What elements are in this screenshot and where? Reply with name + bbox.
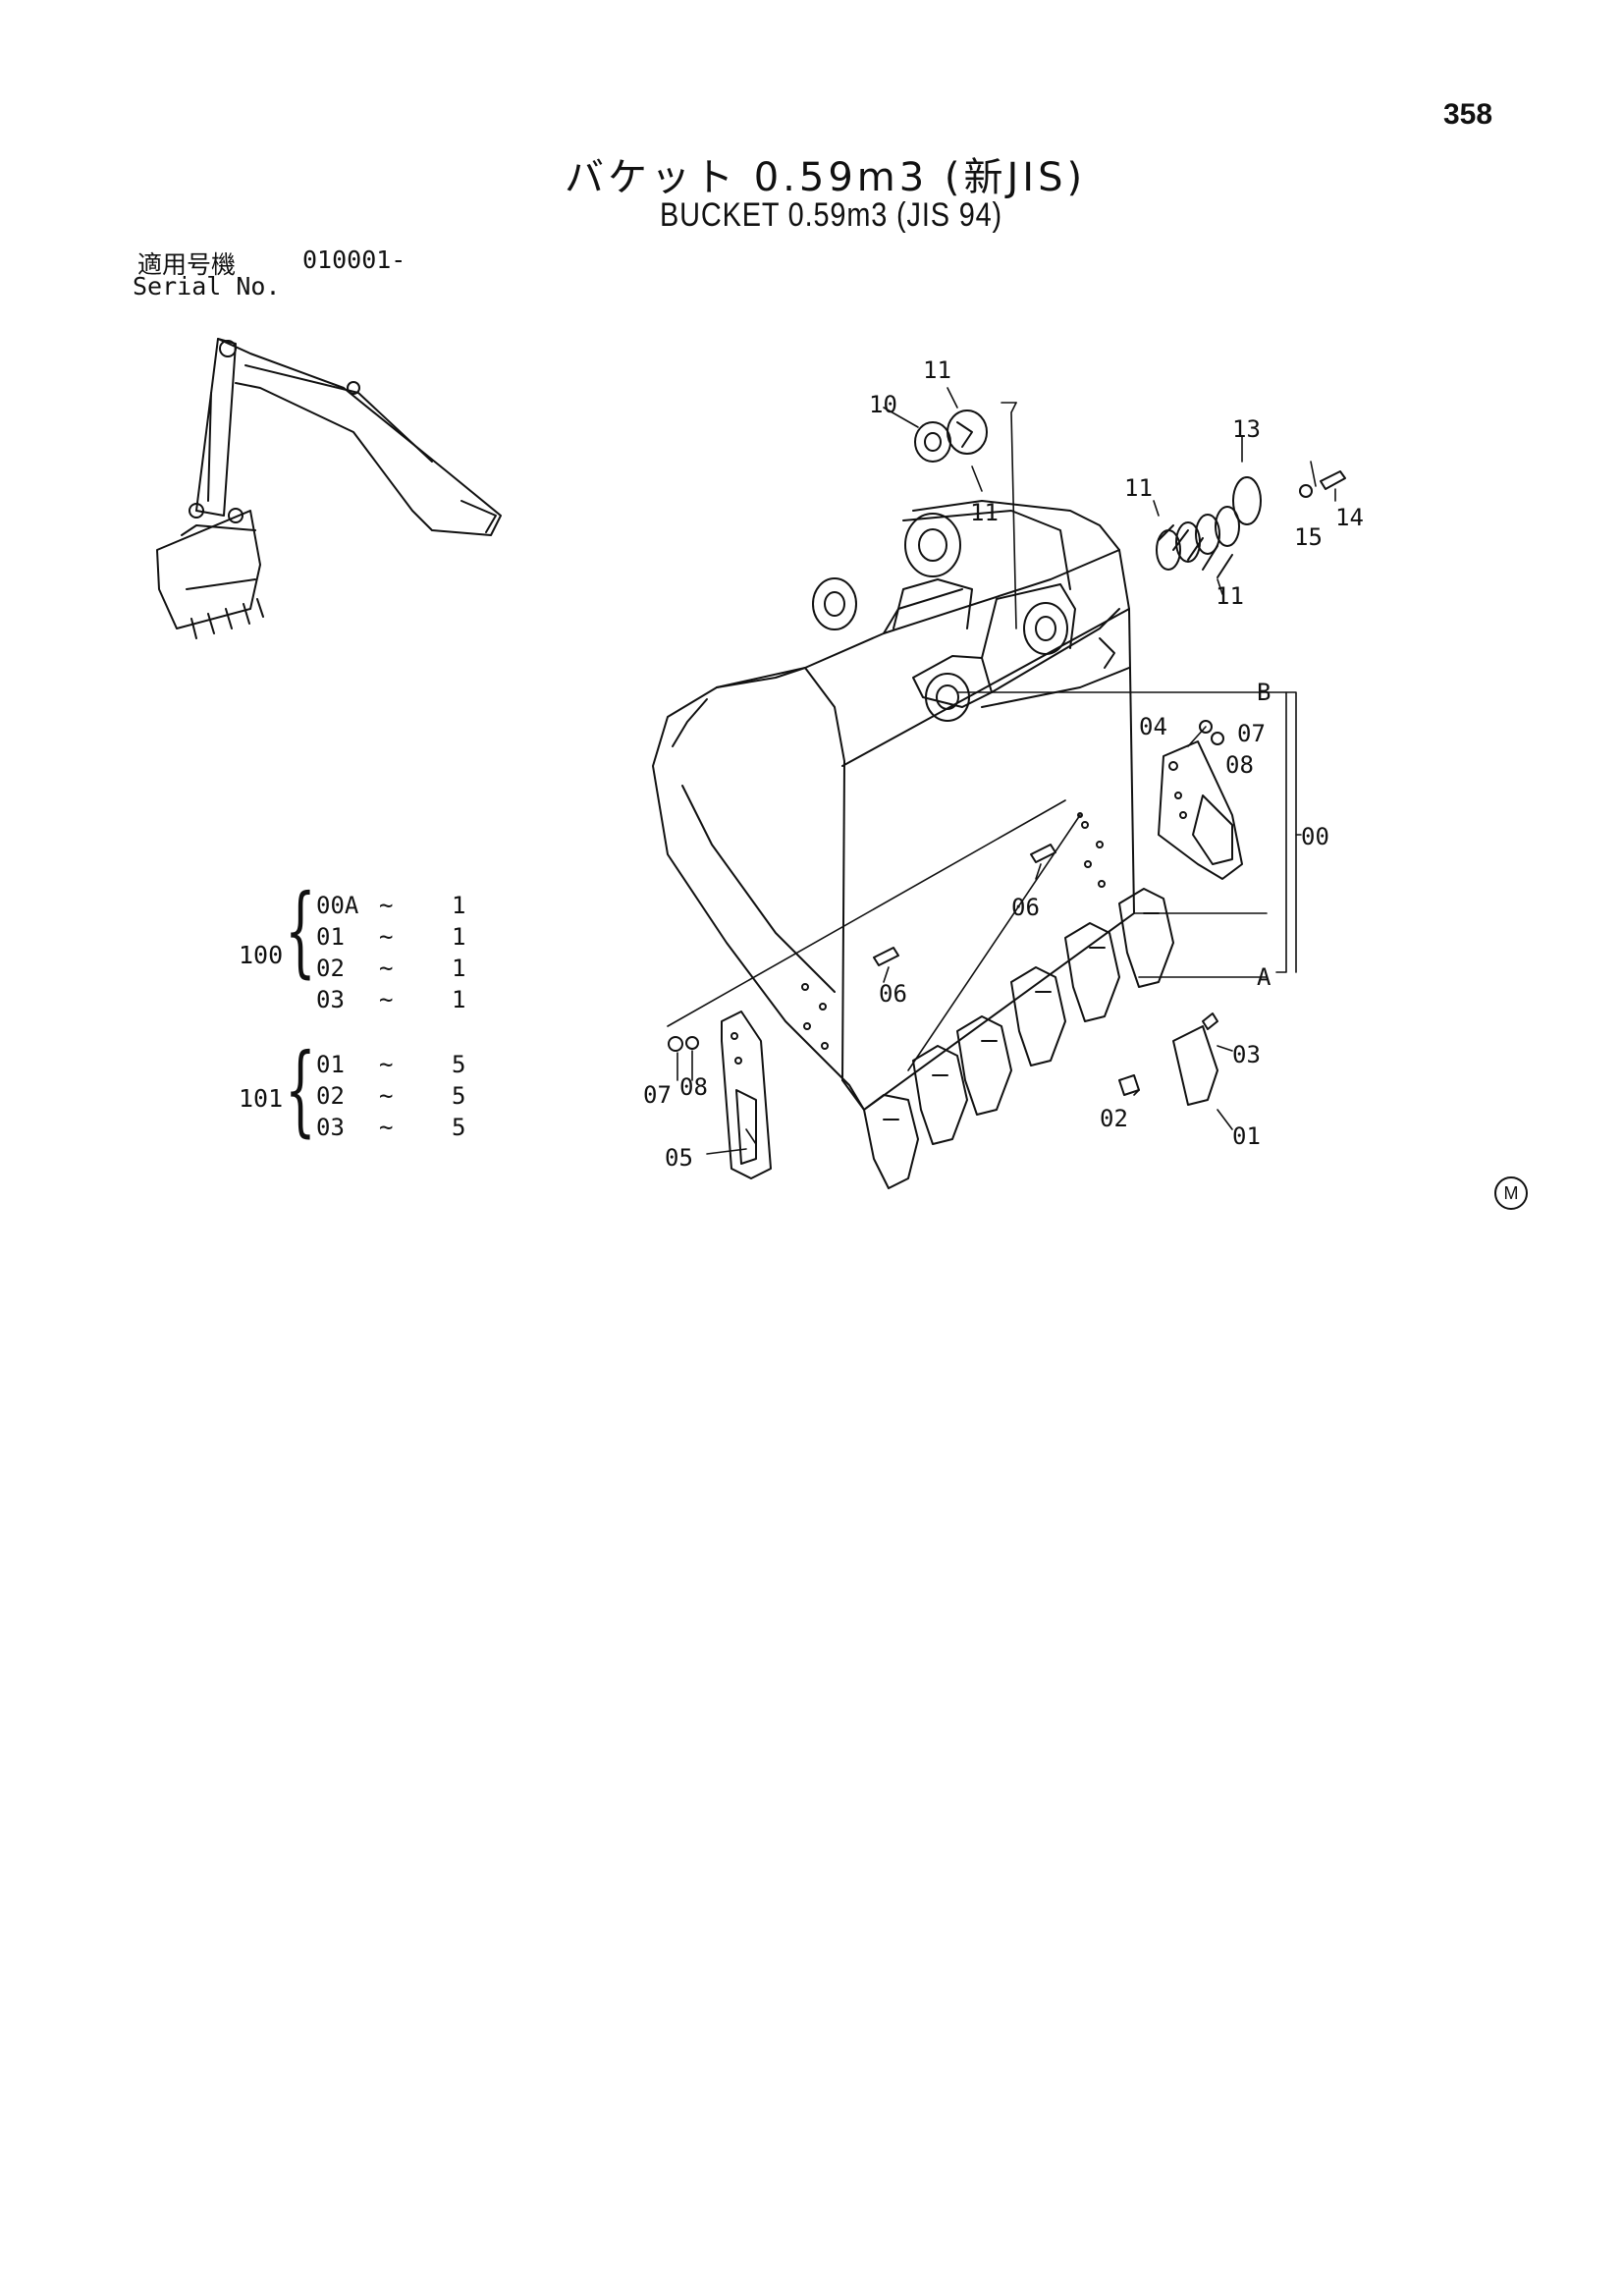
callout-07: 07 bbox=[643, 1081, 672, 1109]
leader-lines bbox=[667, 387, 1336, 1155]
side-cutters bbox=[721, 740, 1243, 1179]
callout-11: 11 bbox=[970, 499, 999, 526]
callout-06: 06 bbox=[1011, 894, 1040, 921]
page-title-japanese: バケット 0.59m3 (新JIS) bbox=[565, 155, 1087, 200]
serial-number: 010001- bbox=[302, 246, 406, 274]
callout-07: 07 bbox=[1237, 720, 1266, 747]
group-100-row: 02~1 bbox=[316, 955, 466, 982]
excavator-arm-thumbnail bbox=[156, 338, 502, 639]
group-code-100: 100 bbox=[239, 941, 284, 969]
callout-13: 13 bbox=[1232, 415, 1261, 443]
callout-11: 11 bbox=[1216, 582, 1244, 610]
serial-label-japanese: 適用号機 bbox=[137, 250, 237, 279]
pin-hardware bbox=[668, 410, 1346, 1106]
group-101-row: 01~5 bbox=[316, 1051, 466, 1078]
callout-11: 11 bbox=[1124, 474, 1153, 502]
serial-label-english: Serial No. bbox=[133, 272, 281, 301]
callout-05: 05 bbox=[665, 1144, 693, 1172]
callout-B: B bbox=[1257, 679, 1271, 706]
group-101-row: 02~5 bbox=[316, 1082, 466, 1110]
callout-04: 04 bbox=[1139, 713, 1167, 740]
bucket-teeth bbox=[863, 888, 1174, 1189]
group-100-row: 01~1 bbox=[316, 923, 466, 951]
callout-08: 08 bbox=[679, 1073, 708, 1101]
callout-03: 03 bbox=[1232, 1041, 1261, 1068]
callout-06: 06 bbox=[879, 980, 907, 1008]
callout-02: 02 bbox=[1100, 1105, 1128, 1132]
callout-A: A bbox=[1257, 963, 1271, 991]
callout-labels: 11 10 11 13 11 14 15 11 B 04 07 08 00 06… bbox=[643, 356, 1364, 1172]
group-code-101: 101 bbox=[239, 1084, 284, 1113]
model-mark: M bbox=[1494, 1176, 1528, 1210]
callout-00: 00 bbox=[1301, 823, 1329, 850]
group-brace-100: { bbox=[285, 873, 316, 988]
group-100-row: 03~1 bbox=[316, 986, 466, 1013]
page-number: 358 bbox=[1443, 98, 1493, 131]
callout-11: 11 bbox=[923, 356, 951, 384]
page-title-english: BUCKET 0.59m3 (JIS 94) bbox=[660, 196, 1003, 234]
callout-10: 10 bbox=[869, 391, 897, 418]
group-brace-101: { bbox=[285, 1032, 316, 1147]
group-100-row: 00A~1 bbox=[316, 892, 466, 919]
callout-01: 01 bbox=[1232, 1122, 1261, 1150]
callout-14: 14 bbox=[1335, 504, 1364, 531]
group-101-row: 03~5 bbox=[316, 1114, 466, 1141]
callout-15: 15 bbox=[1294, 523, 1323, 551]
bucket-body bbox=[652, 500, 1135, 1111]
callout-08: 08 bbox=[1225, 751, 1254, 779]
